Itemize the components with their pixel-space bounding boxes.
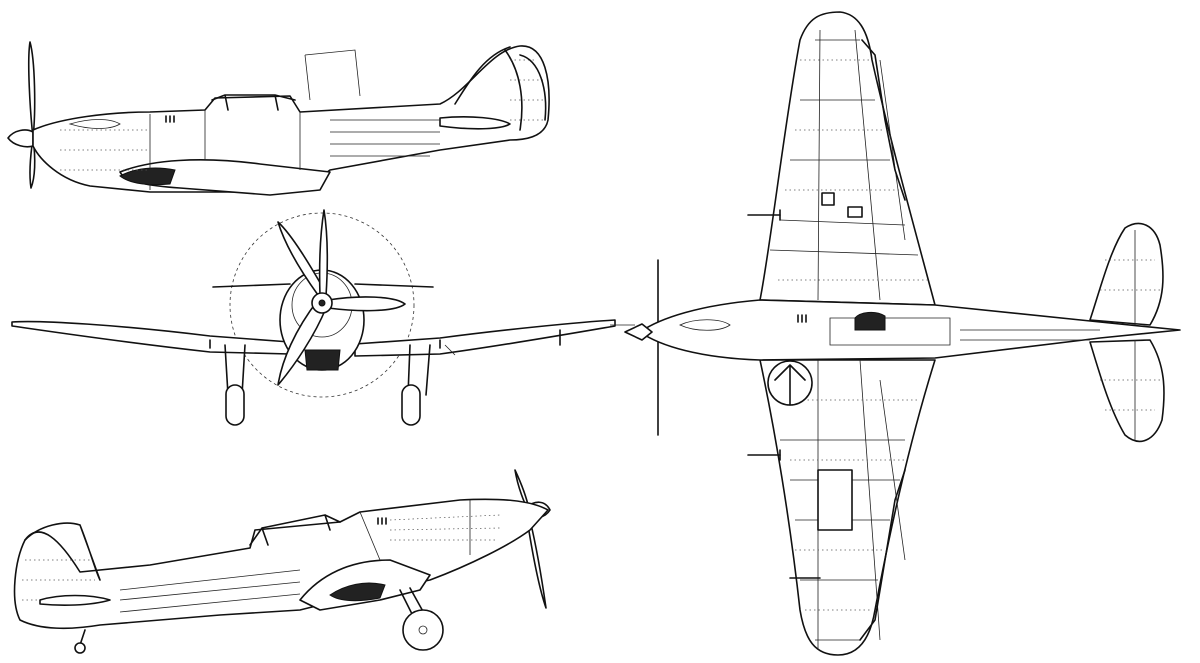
wing-front-left [11,320,291,355]
vertical-fin-top [454,46,523,131]
fuselage-plan [639,299,1181,361]
canopy-bottom [249,514,341,546]
landing-gear-front [224,344,431,426]
plan-view [610,11,1181,656]
fuselage-side-bottom [13,498,549,630]
propeller-disc [229,212,415,398]
side-view-bottom [13,469,551,654]
propeller-side-bottom [514,469,551,609]
wing-front-right [354,319,616,357]
fuselage-side-top [32,45,550,193]
tail-plan-upper [1089,222,1164,326]
tail-plan-lower [1089,339,1165,443]
vertical-fin-bottom [24,522,101,581]
propeller-blades-front [277,209,406,386]
propeller-side-top [7,41,36,189]
canopy-top [211,94,296,111]
landing-gear-side-bottom [399,587,444,651]
wing-plan-upper [759,11,936,306]
front-view [11,209,616,426]
side-view-top [7,41,550,196]
